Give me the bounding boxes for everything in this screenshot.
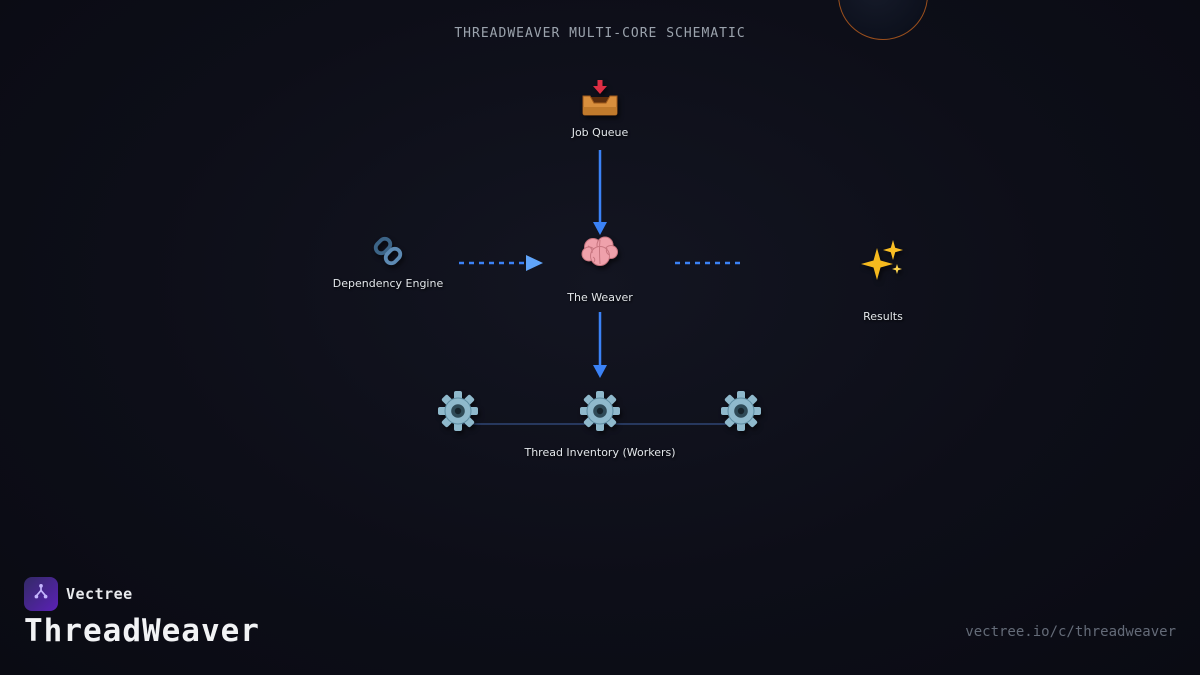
dependency-node [369,232,407,270]
product-title: ThreadWeaver [24,613,260,649]
brand-name: Vectree [66,585,133,603]
weaver-label: The Weaver [567,291,633,304]
worker-gear-1 [438,391,478,431]
worker-gear-2 [580,391,620,431]
page-title: THREADWEAVER MULTI-CORE SCHEMATIC [454,26,746,41]
results-label: Results [863,310,903,323]
worker-gear-3 [721,391,761,431]
inbox-icon [580,80,620,120]
dependency-label: Dependency Engine [332,277,444,290]
brand-logo [24,577,58,611]
job-queue-label: Job Queue [571,126,629,139]
link-icon [369,232,407,270]
job-queue-node [580,80,620,120]
results-node [861,238,905,282]
sparkles-icon [861,238,905,282]
gear-icon [580,391,620,431]
weaver-node [579,231,621,273]
workers-label: Thread Inventory (Workers) [524,446,676,459]
gear-icon [721,391,761,431]
gear-icon [438,391,478,431]
vectree-logo-icon [28,579,54,609]
product-url: vectree.io/c/threadweaver [965,624,1176,640]
brain-icon [579,231,621,273]
